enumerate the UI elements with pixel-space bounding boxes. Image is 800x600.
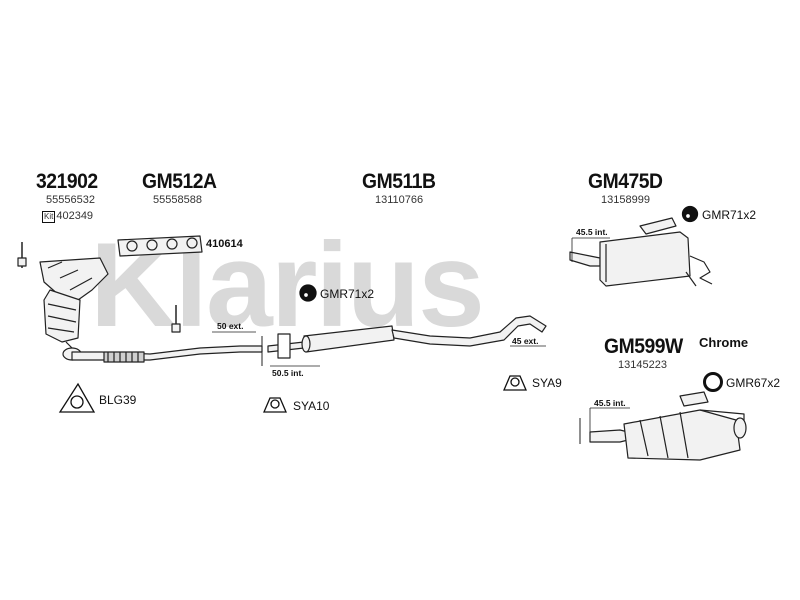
gmr71-mid-icon <box>299 284 317 302</box>
part-number-gm511b: 13110766 <box>375 194 424 206</box>
rear-box-drawing <box>569 217 713 287</box>
part-code-gm599w: GM599W <box>604 335 683 358</box>
blg39-icon <box>58 382 96 413</box>
blg39-label: BLG39 <box>99 393 137 407</box>
part-code-gm512a: GM512A <box>142 170 217 193</box>
dim-50-ext: 50 ext. <box>217 321 244 331</box>
sya10-label: SYA10 <box>293 399 330 413</box>
dim-45-ext: 45 ext. <box>512 336 539 346</box>
dim-45-5-int-bottom: 45.5 int. <box>594 398 626 408</box>
dimension-lines <box>212 237 630 434</box>
front-pipe-drawing <box>71 305 263 366</box>
gmr71-right-label: GMR71x2 <box>702 208 757 222</box>
kit-number: 402349 <box>56 210 94 222</box>
dim-50-5-int: 50.5 int. <box>272 368 304 378</box>
gmr71-mid-label: GMR71x2 <box>320 287 375 301</box>
part-code-321902: 321902 <box>36 170 98 193</box>
sya9-label: SYA9 <box>532 376 562 390</box>
part-code-gm475d: GM475D <box>588 170 663 193</box>
dim-45-5-int-top: 45.5 int. <box>576 227 608 237</box>
sya10-icon <box>263 397 287 413</box>
part-number-321902: 55556532 <box>46 194 95 206</box>
gasket-drawing <box>117 235 203 257</box>
gasket-label: 410614 <box>206 238 243 250</box>
manifold-catalyst-drawing <box>17 242 109 361</box>
centre-section-drawing <box>267 315 547 359</box>
sya9-icon <box>503 375 527 391</box>
chrome-rear-box-drawing <box>579 391 747 461</box>
part-code-gm511b: GM511B <box>362 170 436 193</box>
finish-chrome-label: Chrome <box>699 335 749 350</box>
part-number-gm599w: 13145223 <box>618 359 667 371</box>
part-number-gm475d: 13158999 <box>601 194 650 206</box>
part-number-gm512a: 55558588 <box>153 194 202 206</box>
gmr71-right-icon <box>681 205 699 223</box>
gmr67-icon <box>703 372 723 392</box>
gmr67-label: GMR67x2 <box>726 376 781 390</box>
kit-badge: Kit <box>42 211 56 223</box>
